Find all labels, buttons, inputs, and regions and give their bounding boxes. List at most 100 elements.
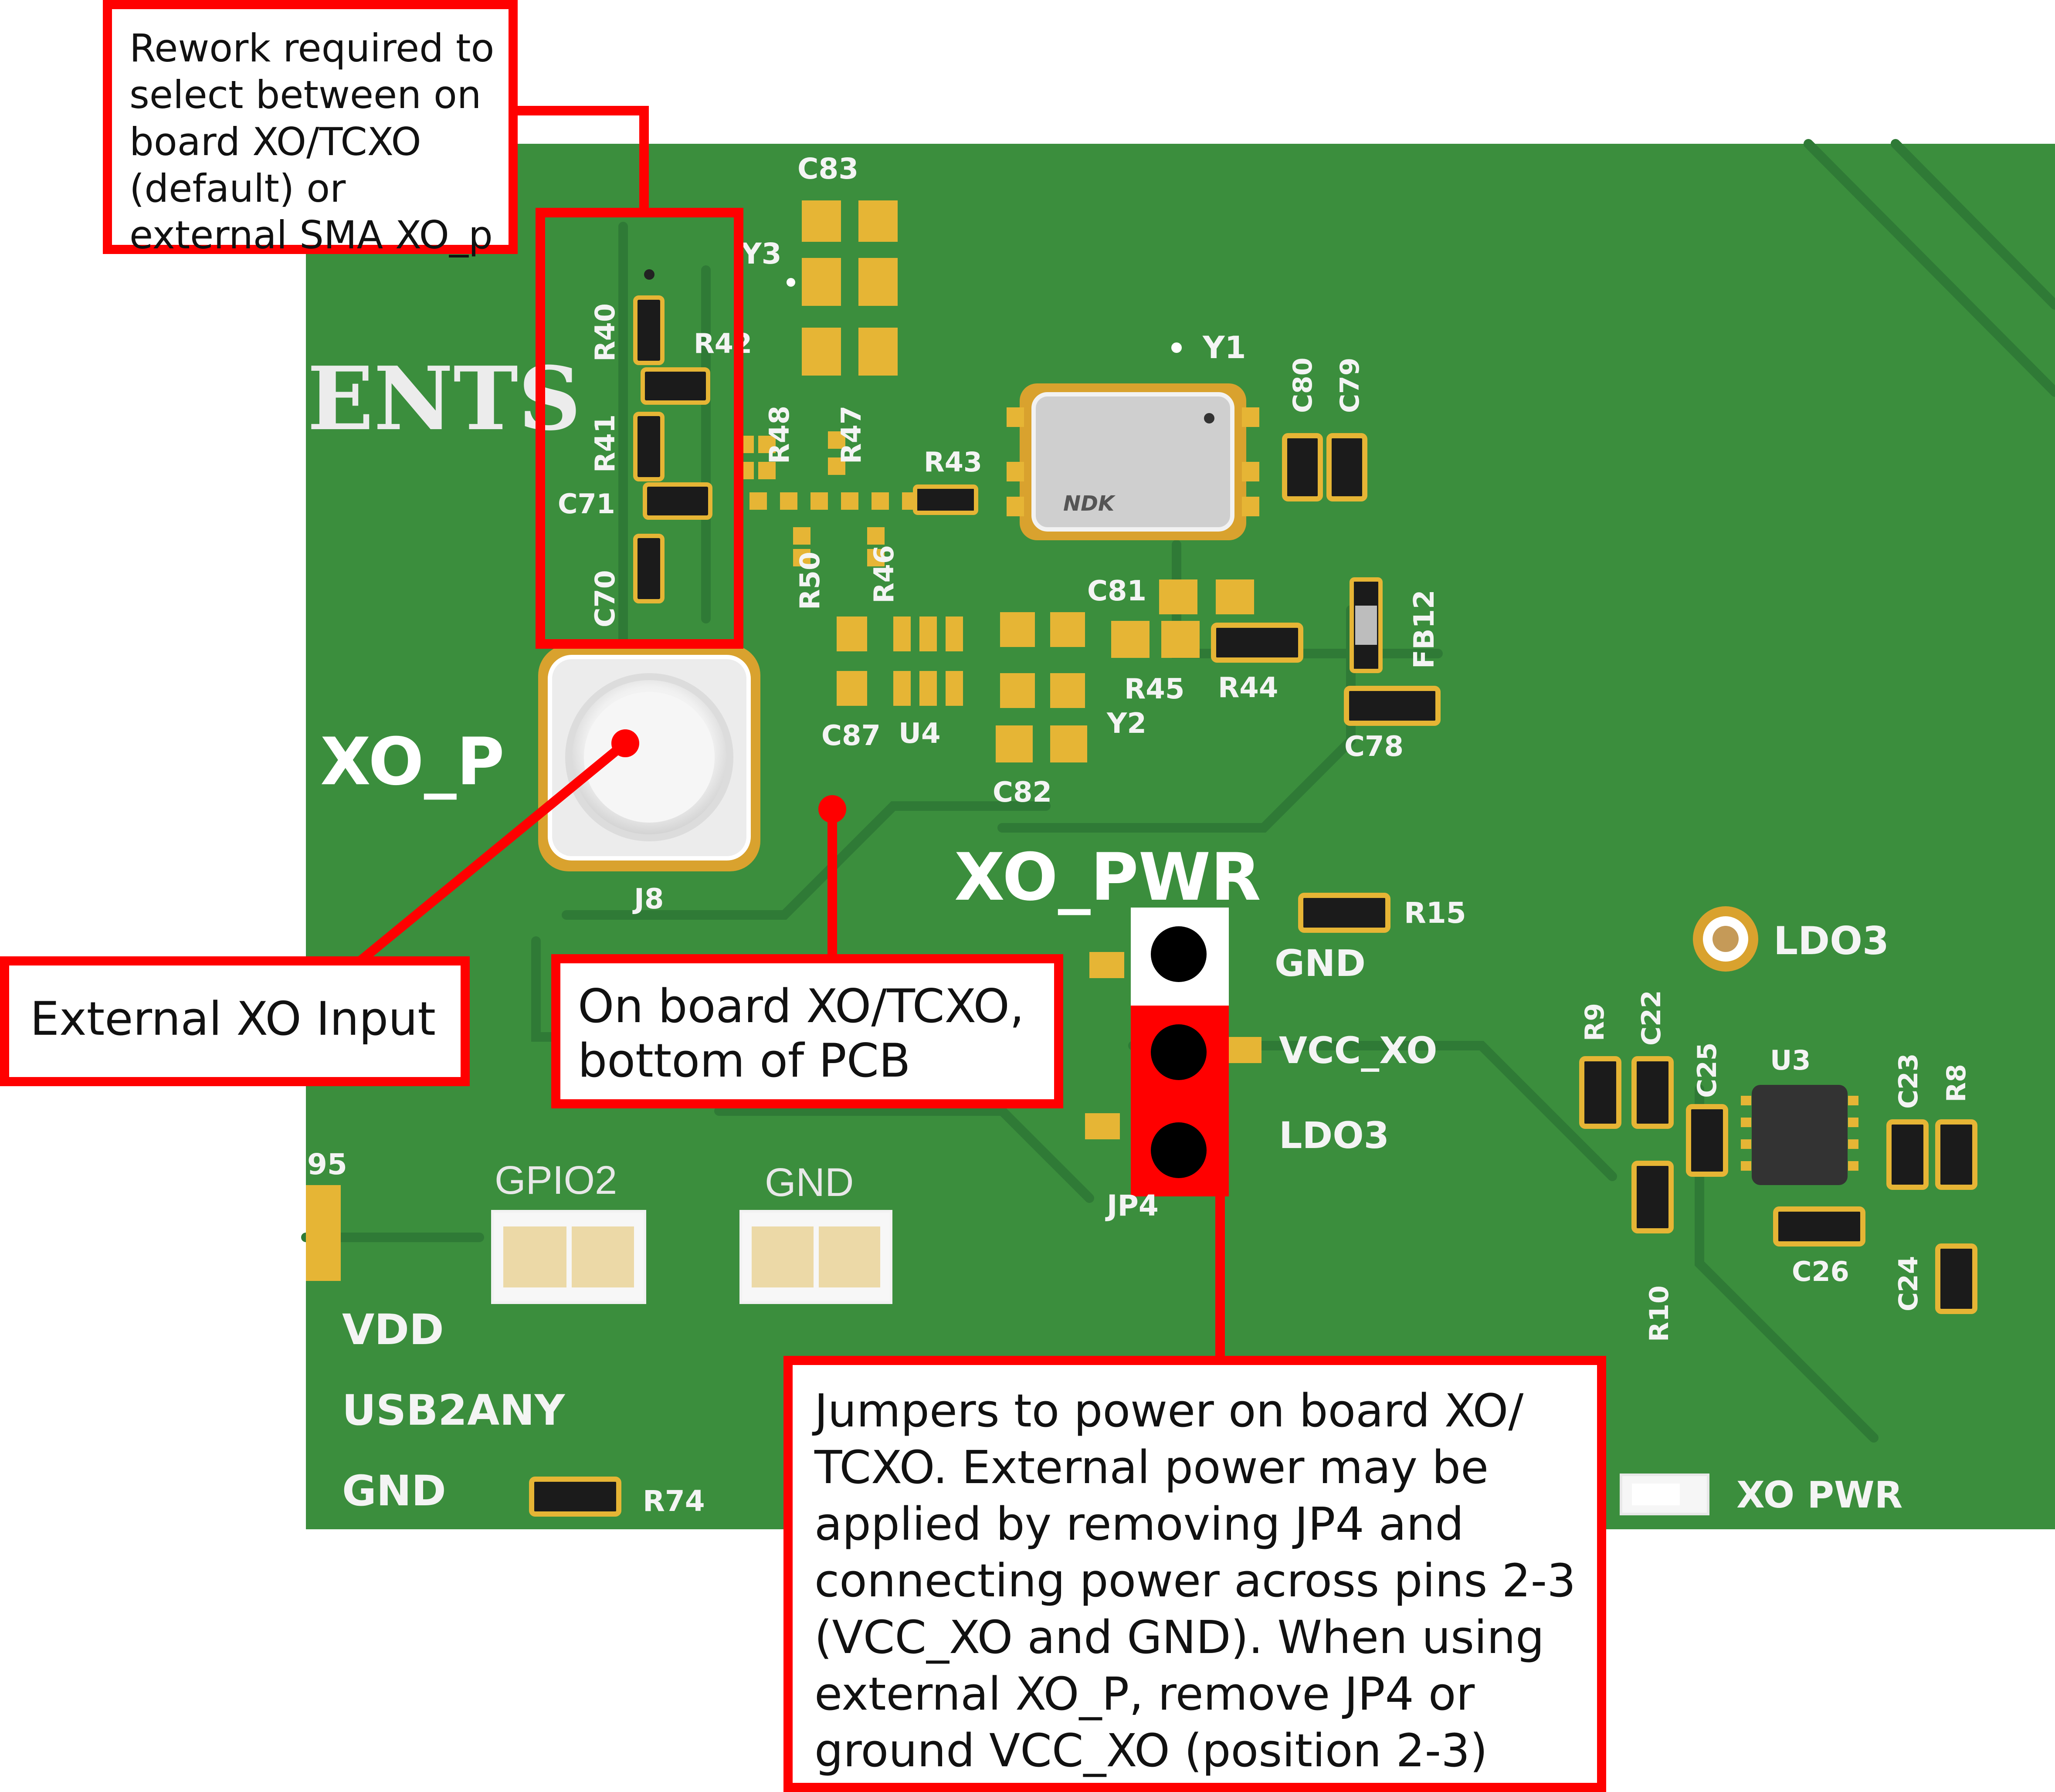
- refdes-u3: U3: [1770, 1044, 1811, 1076]
- callout-jumpers-line: applied by removing JP4 and: [814, 1497, 1464, 1551]
- callout-rework-line: board XO/TCXO: [129, 119, 421, 164]
- callout-jumpers-line: connecting power across pins 2-3: [814, 1554, 1576, 1607]
- refdes-j8: J8: [632, 883, 664, 915]
- label-gnd-bottom: GND: [342, 1467, 446, 1515]
- callout-external-xo-line: External XO Input: [30, 992, 436, 1046]
- via: [644, 269, 654, 280]
- refdes-c22: C22: [1636, 990, 1667, 1046]
- refdes-r8: R8: [1941, 1064, 1972, 1102]
- refdes-r47: R47: [835, 406, 867, 464]
- refdes-c83: C83: [797, 152, 858, 186]
- refdes-r48: R48: [763, 406, 795, 464]
- callout-rework-line: external SMA XO_p: [129, 213, 493, 258]
- refdes-r46: R46: [868, 545, 900, 603]
- callout-jumpers-line: ground VCC_XO (position 2-3): [814, 1724, 1488, 1777]
- jp4-pin-1: [1151, 926, 1207, 982]
- refdes-jp4: JP4: [1105, 1189, 1159, 1223]
- callout-jumpers-line: Jumpers to power on board XO/: [814, 1384, 1524, 1437]
- capacitor-c71: [643, 482, 712, 520]
- refdes-fb12: FB12: [1408, 589, 1441, 669]
- label-xo-p: XO_P: [320, 724, 505, 800]
- callout-rework-line: (default) or: [129, 166, 346, 211]
- callout-jumpers-line: TCXO. External power may be: [814, 1441, 1489, 1494]
- resistor-r41: [633, 412, 665, 481]
- label-vcc-xo: VCC_XO: [1279, 1029, 1437, 1072]
- refdes-y1: Y1: [1202, 330, 1246, 366]
- resistor-r40: [633, 295, 665, 365]
- y1-oscillator: NDK: [1007, 342, 1259, 540]
- callout-onboard-xo: On board XO/TCXO, bottom of PCB: [551, 954, 1063, 1108]
- refdes-c25: C25: [1692, 1042, 1723, 1098]
- callout-rework: Rework required to select between on boa…: [103, 0, 518, 257]
- callout-onboard-line: bottom of PCB: [578, 1034, 911, 1088]
- refdes-c81: C81: [1087, 575, 1146, 607]
- refdes-r45: R45: [1124, 673, 1184, 705]
- refdes-r74: R74: [643, 1484, 705, 1518]
- callout-jumpers: Jumpers to power on board XO/ TCXO. Exte…: [783, 1356, 1606, 1792]
- refdes-r9: R9: [1580, 1003, 1610, 1041]
- label-ldo3-testpoint: LDO3: [1774, 918, 1889, 963]
- resistor-r42: [641, 367, 710, 405]
- u4-y2-pads: [837, 612, 1087, 762]
- refdes-r50: R50: [794, 552, 826, 610]
- j8-sma-connector: [538, 645, 760, 871]
- ldo3-testpoint: [1693, 906, 1758, 972]
- refdes-y2: Y2: [1106, 708, 1146, 740]
- ferrite-fb12-body: [1355, 606, 1377, 645]
- c81-r44-r45: [1111, 579, 1303, 663]
- refdes-r41: R41: [589, 414, 621, 473]
- refdes-c79: C79: [1335, 357, 1365, 413]
- resistor-r15: [1298, 893, 1390, 933]
- callout-jumpers-line: external XO_P, remove JP4 or: [814, 1667, 1475, 1721]
- silkscreen-refdes: C83 Y3 R40 R42 R41 R48 R47 R43 C71 C70 R…: [307, 152, 1972, 1518]
- capacitor-c70: [633, 534, 665, 603]
- callout-external-xo: External XO Input: [0, 956, 470, 1086]
- jp4-pin-2: [1151, 1024, 1207, 1080]
- refdes-r40: R40: [589, 303, 621, 362]
- refdes-y3: Y3: [740, 237, 782, 271]
- jp4-pin-3: [1151, 1122, 1207, 1178]
- board-labels: XO_P XO_PWR GND VCC_XO LDO3 LDO3 GPIO2 G…: [320, 724, 1902, 1516]
- label-xo-pwr: XO_PWR: [954, 840, 1261, 915]
- callout-leaders: [352, 106, 1225, 1359]
- bottom-left-parts: [306, 1185, 1709, 1517]
- callout-dot-sma: [611, 729, 639, 757]
- refdes-c80: C80: [1288, 357, 1318, 413]
- label-usb2any: USB2ANY: [342, 1386, 566, 1435]
- resistor-r43: [913, 484, 978, 515]
- refdes-u4: U4: [899, 718, 941, 750]
- refdes-r44: R44: [1218, 672, 1278, 704]
- chip-marking: NDK: [1063, 491, 1116, 516]
- refdes-95: 95: [307, 1148, 347, 1181]
- refdes-c23: C23: [1893, 1053, 1924, 1109]
- jp4-jumper: [1085, 908, 1261, 1196]
- capacitor-c78: [1344, 686, 1441, 726]
- label-gnd-testpoint: GND: [765, 1160, 854, 1205]
- callout-dot-onboard: [818, 795, 846, 823]
- refdes-c87: C87: [821, 720, 881, 752]
- label-vdd: VDD: [342, 1305, 444, 1354]
- board-logo-fragment: ENTS: [307, 348, 581, 450]
- rework-component-column: [633, 269, 712, 603]
- label-gnd-jumper: GND: [1275, 942, 1366, 985]
- u3-region: [1579, 1056, 1977, 1314]
- refdes-c78: C78: [1344, 731, 1404, 763]
- refdes-c26: C26: [1792, 1256, 1849, 1287]
- refdes-r15: R15: [1404, 896, 1466, 930]
- refdes-c24: C24: [1893, 1256, 1924, 1311]
- refdes-c70: C70: [589, 570, 621, 627]
- refdes-r43: R43: [924, 446, 982, 478]
- refdes-r10: R10: [1644, 1285, 1675, 1342]
- label-ldo3-jumper: LDO3: [1279, 1114, 1389, 1157]
- label-gpio2: GPIO2: [495, 1158, 617, 1203]
- callout-onboard-line: On board XO/TCXO,: [578, 979, 1024, 1033]
- refdes-c82: C82: [993, 776, 1052, 809]
- label-xo-pwr-led: XO PWR: [1736, 1474, 1902, 1516]
- callout-rework-line: Rework required to: [129, 26, 495, 71]
- c80-c79: [1282, 433, 1367, 501]
- y3-c83-pads: [787, 200, 898, 376]
- callout-rework-line: select between on: [129, 72, 482, 118]
- callout-jumpers-line: (VCC_XO and GND). When using: [814, 1611, 1544, 1664]
